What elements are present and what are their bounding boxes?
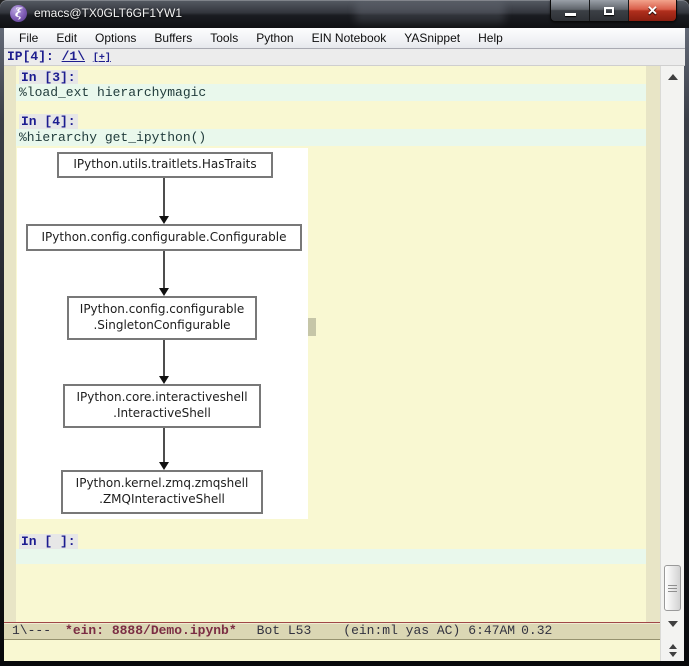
- arrow-up-icon: [668, 644, 677, 649]
- close-button[interactable]: ✕: [629, 0, 676, 21]
- mode-line: 1\--- *ein: 8888/Demo.ipynb* Bot L53 (ein:m…: [4, 622, 660, 640]
- scroll-up-button[interactable]: [661, 70, 685, 84]
- right-fringe: [646, 66, 660, 622]
- text-cursor: [308, 318, 316, 336]
- kernel-prompt: IP[4]:: [7, 49, 62, 64]
- menu-edit[interactable]: Edit: [56, 31, 78, 45]
- diagram-node-interactiveshell: IPython.core.interactiveshell .Interacti…: [63, 384, 261, 428]
- diagram-edge-line: [163, 178, 165, 216]
- cell-input-in3[interactable]: %load_ext hierarchymagic: [16, 84, 646, 101]
- thumb-grip: [668, 590, 677, 592]
- arrow-down-icon: [668, 621, 678, 627]
- menu-options[interactable]: Options: [95, 31, 137, 45]
- menu-yasnippet[interactable]: YASnippet: [404, 31, 461, 45]
- maximize-button[interactable]: [590, 0, 629, 21]
- vertical-scrollbar[interactable]: [660, 66, 684, 640]
- menu-ein-notebook[interactable]: EIN Notebook: [311, 31, 387, 45]
- thumb-grip: [668, 584, 677, 586]
- titlebar[interactable]: ξ emacs@TX0GLT6GF1YW1 ✕: [0, 0, 689, 28]
- diagram-edge-line: [163, 251, 165, 288]
- modeline-coding-prefix: 1\---: [12, 623, 52, 638]
- menu-file[interactable]: File: [19, 31, 39, 45]
- modeline-load-average: 0.32: [521, 623, 553, 638]
- modeline-clock: 6:47AM: [468, 623, 516, 638]
- diagram-edge-line: [163, 428, 165, 462]
- cell-prompt-in4: In [4]:: [19, 114, 78, 130]
- cell-prompt-empty: In [ ]:: [19, 534, 78, 550]
- glass-reflection: [355, 3, 505, 23]
- diagram-node-singletonconfigurable: IPython.config.configurable .SingletonCo…: [67, 296, 257, 340]
- left-fringe: [4, 66, 16, 622]
- menu-buffers[interactable]: Buffers: [154, 31, 193, 45]
- cell-prompt-in3: In [3]:: [19, 70, 78, 86]
- maximize-icon: [604, 6, 614, 15]
- diagram-arrowhead: [159, 376, 169, 384]
- worksheet-link[interactable]: /1\: [61, 49, 86, 64]
- menu-bar: File Edit Options Buffers Tools Python E…: [4, 28, 685, 49]
- diagram-arrowhead: [159, 462, 169, 470]
- notebook-buffer: In [3]: %load_ext hierarchymagic In [4]:…: [16, 66, 646, 622]
- scroll-down-button[interactable]: [661, 617, 685, 631]
- menu-tools[interactable]: Tools: [210, 31, 239, 45]
- window-title: emacs@TX0GLT6GF1YW1: [34, 6, 182, 20]
- diagram-node-hastraits: IPython.utils.traitlets.HasTraits: [57, 152, 273, 178]
- diagram-arrowhead: [159, 288, 169, 296]
- modeline-minor-modes: (ein:ml yas AC): [343, 623, 461, 638]
- minibuffer-scrollbar[interactable]: [660, 640, 684, 661]
- diagram-edge-line: [163, 340, 165, 376]
- hierarchy-diagram-image: IPython.utils.traitlets.HasTraits IPytho…: [17, 148, 308, 519]
- minibuffer[interactable]: [4, 640, 660, 661]
- cell-input-in4[interactable]: %hierarchy get_ipython(): [16, 129, 646, 146]
- diagram-arrowhead: [159, 216, 169, 224]
- menu-python[interactable]: Python: [256, 31, 294, 45]
- close-icon: ✕: [647, 3, 658, 18]
- diagram-node-configurable: IPython.config.configurable.Configurable: [26, 224, 302, 251]
- diagram-node-zmqinteractiveshell: IPython.kernel.zmq.zmqshell .ZMQInteract…: [61, 470, 263, 514]
- menu-help[interactable]: Help: [478, 31, 503, 45]
- cell-input-empty[interactable]: [16, 549, 646, 564]
- thumb-grip: [668, 587, 677, 589]
- modeline-buffer-name: *ein: 8888/Demo.ipynb*: [65, 623, 237, 638]
- arrow-up-icon: [668, 74, 678, 80]
- notebook-header-line: IP[4]: /1\ [+]: [4, 49, 685, 66]
- minimize-button[interactable]: [551, 0, 590, 21]
- add-worksheet-link[interactable]: [+]: [92, 53, 111, 64]
- scrollbar-thumb[interactable]: [664, 565, 681, 611]
- emacs-app-icon[interactable]: ξ: [10, 5, 27, 22]
- arrow-down-icon: [668, 652, 677, 657]
- caption-buttons: ✕: [550, 0, 677, 22]
- modeline-position: Bot L53: [256, 623, 312, 638]
- minimize-icon: [564, 13, 576, 16]
